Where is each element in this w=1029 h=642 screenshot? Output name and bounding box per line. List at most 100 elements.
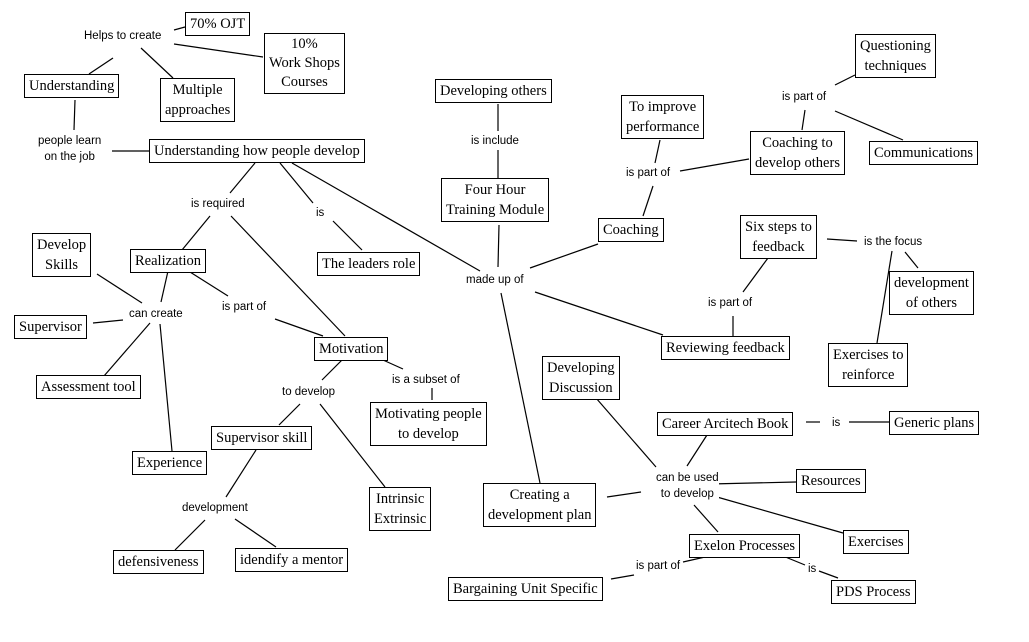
concept-node[interactable]: Assessment tool <box>36 375 141 399</box>
connector-line <box>189 271 229 297</box>
connector-line <box>174 519 206 551</box>
linking-phrase[interactable]: Helps to create <box>84 28 162 44</box>
connector-line <box>321 358 344 381</box>
linking-phrase[interactable]: made up of <box>466 272 524 288</box>
concept-node[interactable]: Communications <box>869 141 979 165</box>
connector-line <box>642 185 654 217</box>
concept-node[interactable]: Reviewing feedback <box>661 336 790 360</box>
linking-phrase[interactable]: is part of <box>708 295 753 311</box>
connector-line <box>679 158 750 172</box>
connector-line <box>96 273 143 304</box>
connector-line <box>229 162 256 194</box>
concept-node[interactable]: Realization <box>130 249 207 273</box>
concept-node[interactable]: Questioning techniques <box>855 34 936 78</box>
concept-node[interactable]: Developing Discussion <box>542 356 620 400</box>
connector-line <box>319 403 386 488</box>
connector-line <box>332 220 363 251</box>
linking-phrase[interactable]: can be used to develop <box>656 470 719 502</box>
connector-line <box>606 491 642 498</box>
connector-line <box>693 504 719 533</box>
linking-phrase[interactable]: people learn on the job <box>38 133 102 165</box>
concept-node[interactable]: Multiple approaches <box>160 78 236 122</box>
connector-line <box>160 270 169 303</box>
connector-line <box>230 215 346 337</box>
connector-line <box>382 359 404 370</box>
connector-line <box>826 238 858 242</box>
connector-line <box>497 224 500 268</box>
linking-phrase[interactable]: is <box>316 205 325 221</box>
connector-line <box>834 74 856 86</box>
connector-line <box>709 494 844 534</box>
connector-line <box>529 243 599 269</box>
connector-line <box>278 403 301 426</box>
concept-node[interactable]: idendify a mentor <box>235 548 349 572</box>
linking-phrase[interactable]: is <box>808 561 817 577</box>
connector-line <box>818 570 839 579</box>
connector-line <box>173 43 264 58</box>
concept-node[interactable]: PDS Process <box>831 580 916 604</box>
concept-node[interactable]: The leaders role <box>317 252 421 276</box>
connector-line <box>595 397 657 468</box>
linking-phrase[interactable]: is part of <box>222 299 267 315</box>
linking-phrase[interactable]: is part of <box>626 165 671 181</box>
concept-node[interactable]: Experience <box>132 451 208 475</box>
concept-node[interactable]: Motivation <box>314 337 389 361</box>
connector-line <box>876 250 893 344</box>
concept-node[interactable]: Develop Skills <box>32 233 92 277</box>
connector-line <box>159 323 173 452</box>
connector-line <box>234 518 277 548</box>
concept-node[interactable]: Supervisor skill <box>211 426 313 450</box>
connector-line <box>73 99 76 131</box>
linking-phrase[interactable]: is include <box>471 133 519 149</box>
linking-phrase[interactable]: is required <box>191 196 245 212</box>
concept-node[interactable]: Developing others <box>435 79 552 103</box>
concept-node[interactable]: Bargaining Unit Specific <box>448 577 603 601</box>
concept-node[interactable]: development of others <box>889 271 974 315</box>
concept-node[interactable]: To improve performance <box>621 95 705 139</box>
concept-node[interactable]: Creating a development plan <box>483 483 597 527</box>
concept-node[interactable]: Resources <box>796 469 866 493</box>
concept-node[interactable]: Exelon Processes <box>689 534 801 558</box>
connector-line <box>225 449 257 498</box>
concept-node[interactable]: 10% Work Shops Courses <box>264 33 345 94</box>
concept-node[interactable]: Understanding how people develop <box>149 139 365 163</box>
connector-line <box>279 162 314 204</box>
concept-node[interactable]: 70% OJT <box>185 12 251 36</box>
concept-node[interactable]: Four Hour Training Module <box>441 178 550 222</box>
connector-line <box>654 139 661 164</box>
connector-line <box>904 251 919 269</box>
concept-node[interactable]: Supervisor <box>14 315 87 339</box>
concept-node[interactable]: Understanding <box>24 74 120 98</box>
linking-phrase[interactable]: is <box>832 415 841 431</box>
connector-line <box>274 318 324 337</box>
connector-line <box>88 57 114 75</box>
linking-phrase[interactable]: is a subset of <box>392 372 460 388</box>
linking-phrase[interactable]: is part of <box>636 558 681 574</box>
connector-line <box>181 215 211 251</box>
concept-node[interactable]: Motivating people to develop <box>370 402 487 446</box>
linking-phrase[interactable]: to develop <box>282 384 336 400</box>
concept-node[interactable]: Generic plans <box>889 411 980 435</box>
linking-phrase[interactable]: can create <box>129 306 183 322</box>
connector-line <box>103 322 151 377</box>
concept-node[interactable]: Exercises to reinforce <box>828 343 909 387</box>
linking-phrase[interactable]: is part of <box>782 89 827 105</box>
concept-node[interactable]: defensiveness <box>113 550 204 574</box>
concept-node[interactable]: Exercises <box>843 530 909 554</box>
concept-node[interactable]: Six steps to feedback <box>740 215 817 259</box>
concept-node[interactable]: Coaching to develop others <box>750 131 845 175</box>
connector-line <box>686 434 708 467</box>
connector-line <box>500 292 541 484</box>
connector-line <box>92 319 124 324</box>
concept-node[interactable]: Intrinsic Extrinsic <box>369 487 432 531</box>
concept-node[interactable]: Career Arcitech Book <box>657 412 794 436</box>
linking-phrase[interactable]: development <box>182 500 248 516</box>
connector-line <box>742 257 769 293</box>
connector-line <box>801 109 806 131</box>
linking-phrase[interactable]: is the focus <box>864 234 923 250</box>
connector-line <box>173 26 186 31</box>
connector-line <box>140 47 174 79</box>
connector-line <box>534 291 664 336</box>
concept-node[interactable]: Coaching <box>598 218 664 242</box>
